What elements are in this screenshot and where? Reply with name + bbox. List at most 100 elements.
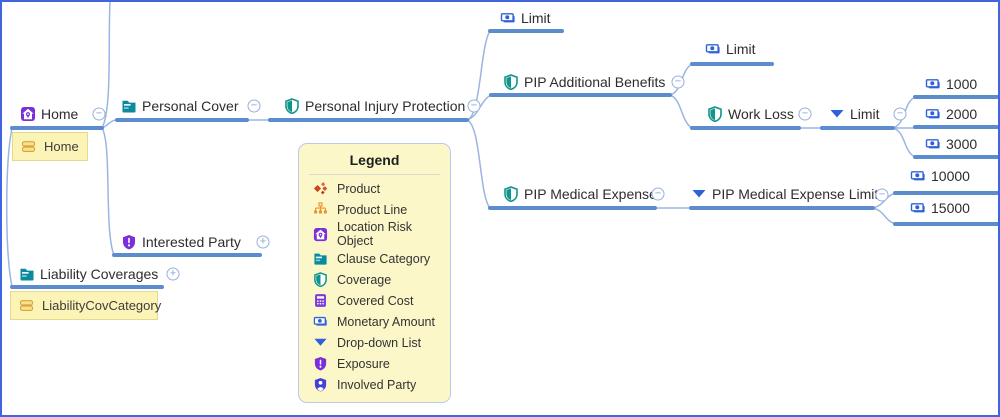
node-value-10000[interactable]: 10000: [910, 168, 970, 184]
node-label: Personal Cover: [142, 98, 239, 114]
node-personal-injury-protection[interactable]: Personal Injury Protection: [284, 98, 465, 114]
node-label: Home: [41, 106, 79, 122]
node-value-3000[interactable]: 3000: [925, 136, 977, 152]
node-value-15000[interactable]: 15000: [910, 200, 970, 216]
node-label: PIP Medical Expense: [524, 186, 657, 202]
drop-down-list-icon: [691, 186, 707, 202]
node-limit-additional[interactable]: Limit: [705, 41, 756, 57]
clause-category-icon: [121, 98, 137, 114]
node-value-2000[interactable]: 2000: [925, 106, 977, 122]
legend-item-drop-down-list: Drop-down List: [299, 332, 450, 353]
legend-item-label: Product Line: [337, 202, 408, 217]
node-label: Limit: [521, 10, 551, 26]
node-liability-coverages[interactable]: Liability Coverages: [19, 266, 158, 282]
category-box-label: Home: [44, 139, 79, 154]
legend-item-label: Coverage: [337, 272, 392, 287]
node-label: 15000: [931, 200, 970, 216]
node-label: 10000: [931, 168, 970, 184]
legend-item-location-risk-object: Location Risk Object: [299, 220, 450, 248]
node-pip-medical-expense[interactable]: PIP Medical Expense: [503, 186, 657, 202]
collapse-toggle-personal-cover[interactable]: −: [247, 99, 261, 113]
drop-down-list-icon: [829, 106, 845, 122]
monetary-amount-icon: [500, 10, 516, 26]
monetary-amount-icon: [313, 314, 328, 329]
category-icon: [21, 139, 36, 154]
monetary-amount-icon: [925, 136, 941, 152]
drop-down-list-icon: [313, 335, 328, 350]
legend-item-clause-category: Clause Category: [299, 248, 450, 269]
node-home[interactable]: Home: [20, 106, 78, 122]
legend-item-exposure: Exposure: [299, 353, 450, 374]
legend-item-product-line: Product Line: [299, 199, 450, 220]
monetary-amount-icon: [705, 41, 721, 57]
node-label: Limit: [850, 106, 880, 122]
legend-title: Legend: [349, 152, 400, 168]
exposure-icon: [313, 356, 328, 371]
node-label: Liability Coverages: [40, 266, 159, 282]
monetary-amount-icon: [925, 76, 941, 92]
product-line-icon: [313, 202, 328, 217]
legend-item-covered-cost: Covered Cost: [299, 290, 450, 311]
node-label: 2000: [946, 106, 978, 122]
expand-toggle-liability-coverages[interactable]: +: [166, 267, 180, 281]
node-label: Personal Injury Protection: [305, 98, 466, 114]
legend-item-involved-party: Involved Party: [299, 374, 450, 395]
involved-party-icon: [313, 377, 328, 392]
node-label: Interested Party: [142, 234, 241, 250]
node-pip-medical-expense-limit[interactable]: PIP Medical Expense Limit: [691, 186, 878, 202]
category-box-home[interactable]: Home: [12, 132, 88, 161]
node-label: Work Loss: [728, 106, 794, 122]
category-icon: [19, 298, 34, 313]
product-icon: [313, 181, 328, 196]
coverage-icon: [503, 186, 519, 202]
node-work-loss[interactable]: Work Loss: [707, 106, 794, 122]
coverage-icon: [313, 272, 328, 287]
legend-item-label: Involved Party: [337, 377, 417, 392]
coverage-icon: [284, 98, 300, 114]
legend-item-label: Monetary Amount: [337, 314, 435, 329]
node-label: 1000: [946, 76, 978, 92]
collapse-toggle-personal-injury-protection[interactable]: −: [467, 99, 481, 113]
monetary-amount-icon: [910, 200, 926, 216]
node-label: 3000: [946, 136, 978, 152]
collapse-toggle-pip-medical-expense[interactable]: −: [651, 187, 665, 201]
monetary-amount-icon: [910, 168, 926, 184]
node-personal-cover[interactable]: Personal Cover: [121, 98, 239, 114]
node-label: PIP Additional Benefits: [524, 74, 666, 90]
category-box-liabilitycovcategory[interactable]: LiabilityCovCategory: [10, 291, 161, 320]
collapse-toggle-work-loss[interactable]: −: [798, 107, 812, 121]
node-value-1000[interactable]: 1000: [925, 76, 977, 92]
collapse-toggle-pip-additional-benefits[interactable]: −: [671, 75, 685, 89]
legend-item-product: Product: [299, 178, 450, 199]
legend-item-label: Clause Category: [337, 251, 431, 266]
legend-item-label: Covered Cost: [337, 293, 414, 308]
coverage-icon: [503, 74, 519, 90]
collapse-toggle-home[interactable]: −: [92, 107, 106, 121]
node-limit-work-loss[interactable]: Limit: [829, 106, 880, 122]
node-pip-additional-benefits[interactable]: PIP Additional Benefits: [503, 74, 665, 90]
collapse-toggle-limit-work-loss[interactable]: −: [893, 107, 907, 121]
legend-item-monetary-amount: Monetary Amount: [299, 311, 450, 332]
legend-item-label: Exposure: [337, 356, 390, 371]
legend-item-label: Drop-down List: [337, 335, 422, 350]
monetary-amount-icon: [925, 106, 941, 122]
location-risk-object-icon: [20, 106, 36, 122]
clause-category-icon: [19, 266, 35, 282]
node-interested-party[interactable]: Interested Party: [121, 234, 241, 250]
legend-item-label: Product: [337, 181, 381, 196]
location-risk-object-icon: [313, 227, 328, 242]
node-limit-pip[interactable]: Limit: [500, 10, 551, 26]
covered-cost-icon: [313, 293, 328, 308]
node-label: Limit: [726, 41, 756, 57]
expand-toggle-interested-party[interactable]: +: [256, 235, 270, 249]
collapse-toggle-pip-medical-expense-limit[interactable]: −: [875, 188, 889, 202]
legend-item-coverage: Coverage: [299, 269, 450, 290]
legend-item-label: Location Risk Object: [337, 220, 413, 248]
exposure-icon: [121, 234, 137, 250]
node-label: PIP Medical Expense Limit: [712, 186, 879, 202]
legend-divider: [309, 174, 440, 175]
coverage-icon: [707, 106, 723, 122]
legend-panel: Legend Product Product Line Location Ris…: [298, 143, 451, 403]
